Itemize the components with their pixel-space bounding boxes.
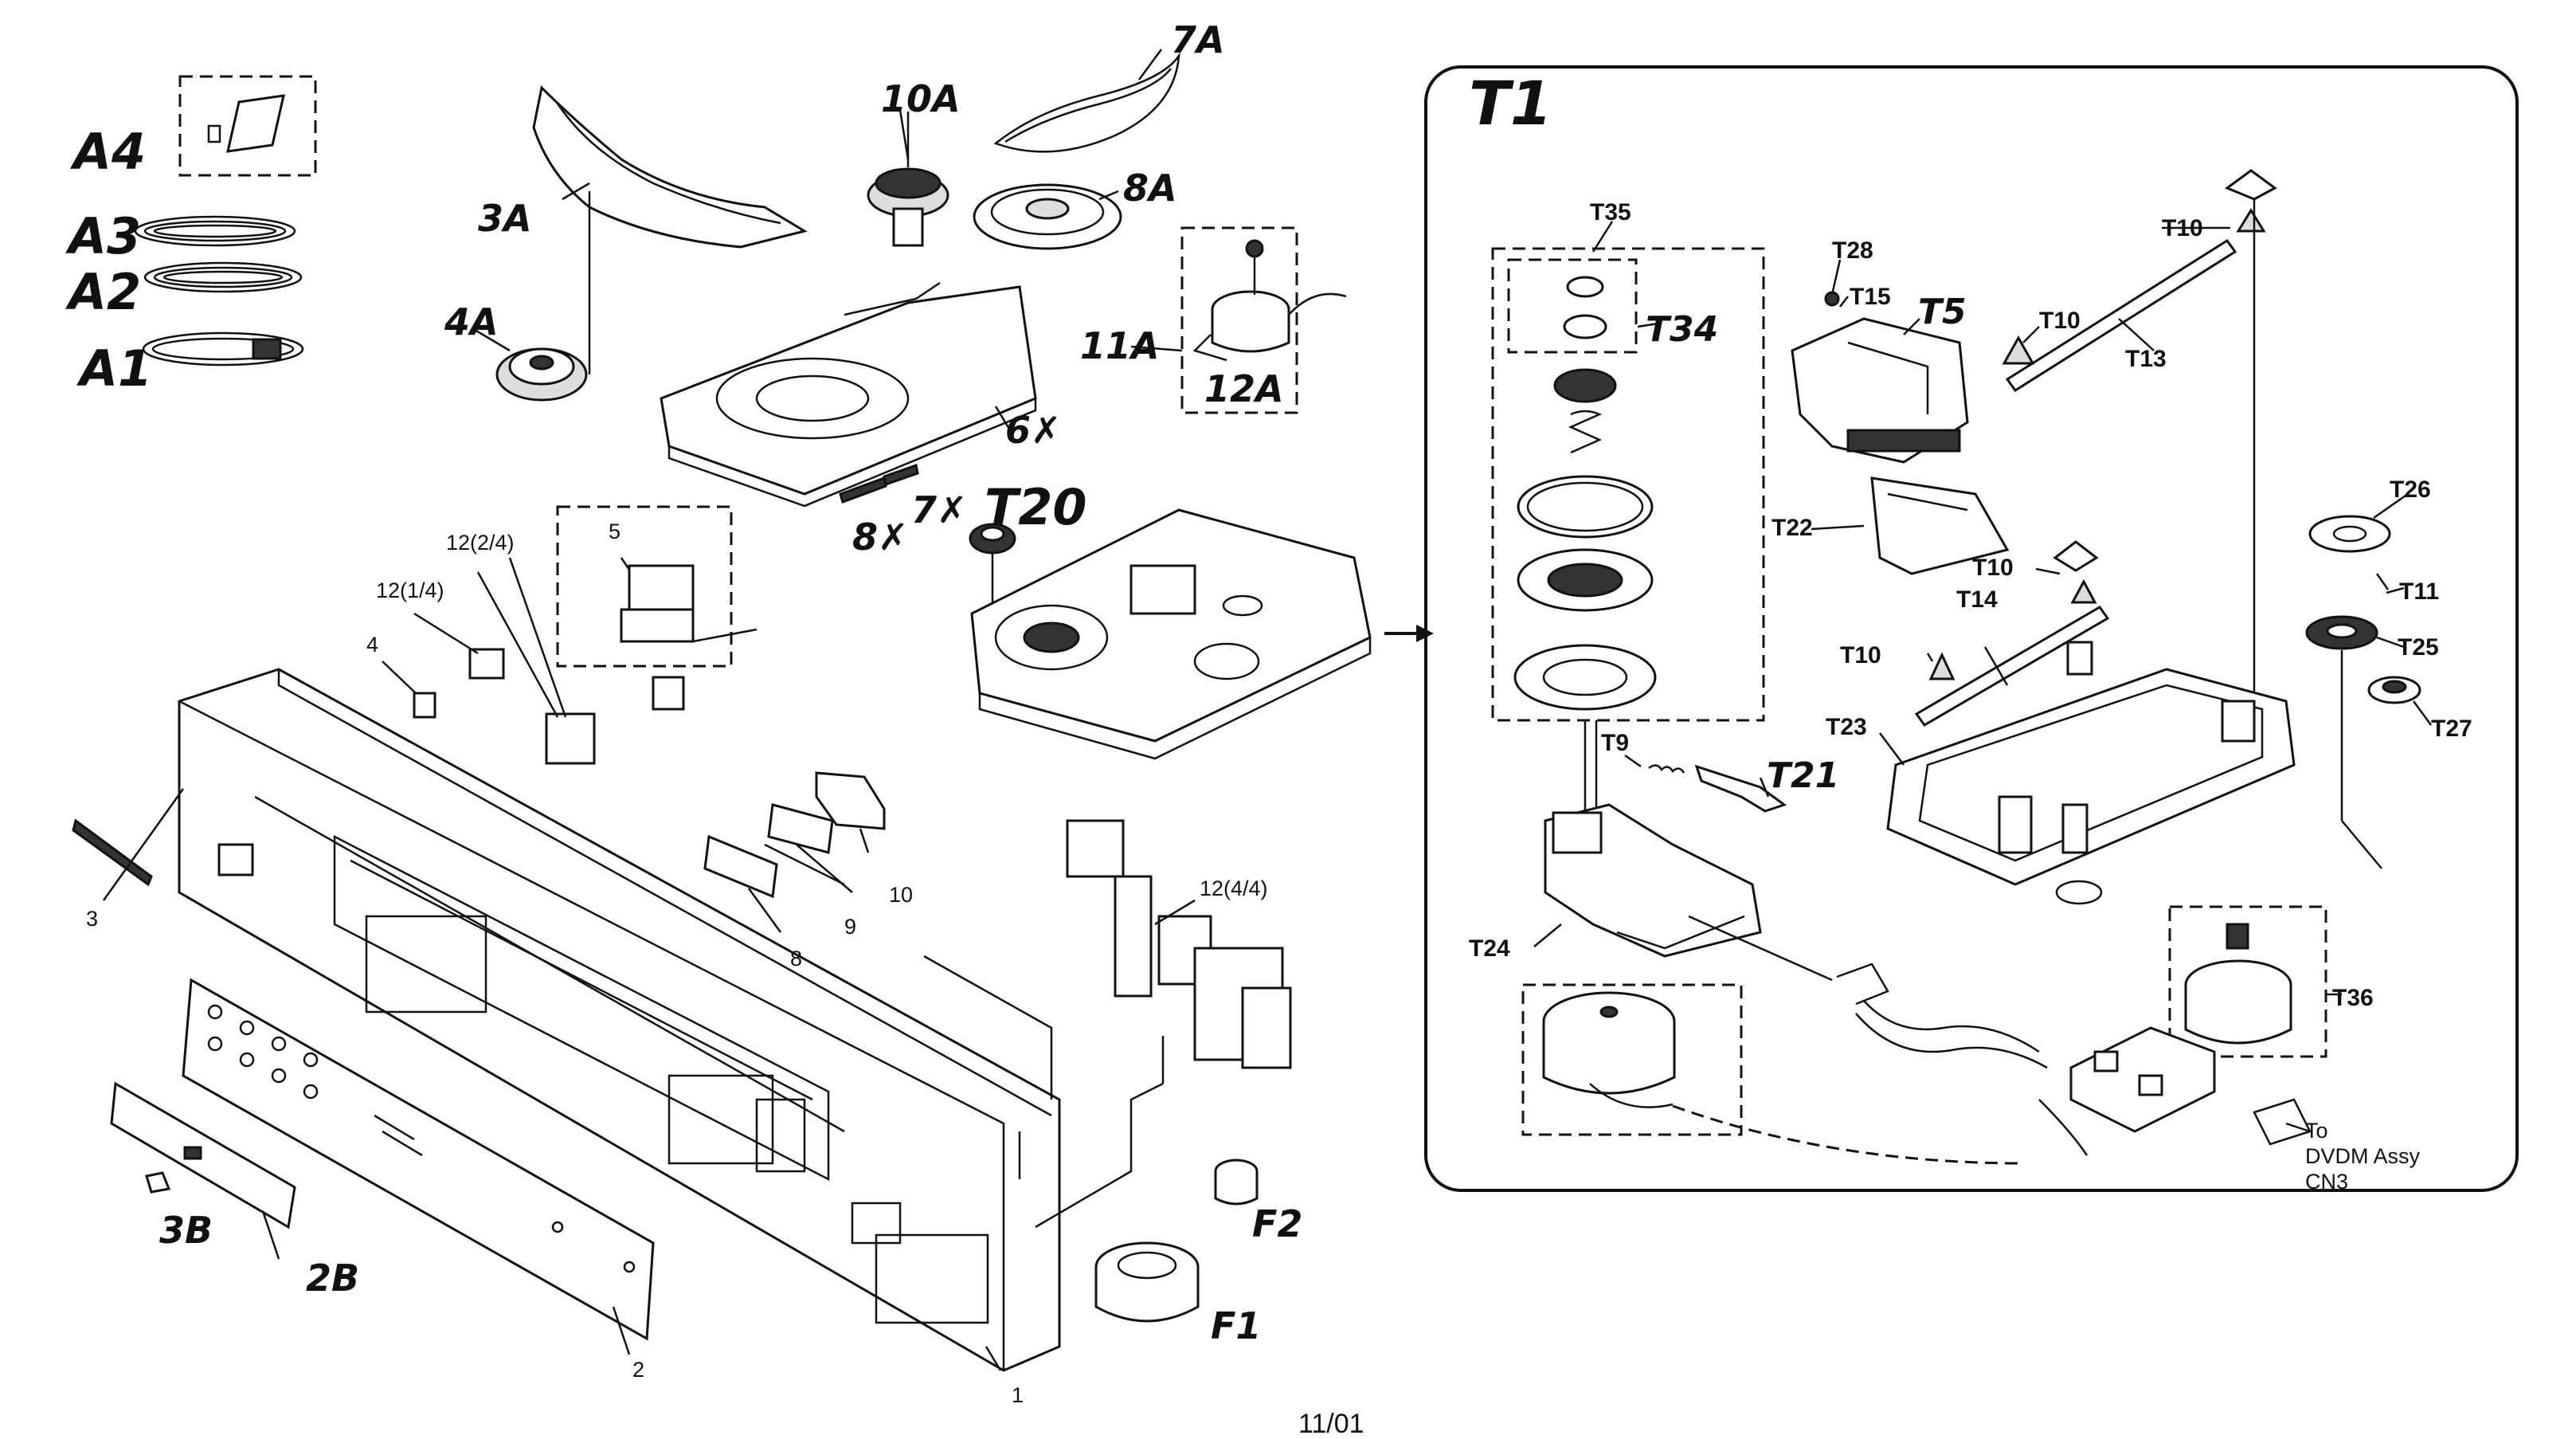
note-line-1: To [2305, 1119, 2328, 1143]
note-line-2: DVDM Assy [2305, 1144, 2421, 1168]
callout-12a: 12A [1204, 367, 1284, 410]
callout-3b: 3B [159, 1209, 213, 1252]
callout-a1: A1 [76, 339, 152, 398]
callout-t21: T21 [1767, 755, 1839, 796]
gear-part-4a [495, 347, 588, 402]
callout-t5: T5 [1918, 292, 1967, 332]
spindle-stack-part [1491, 247, 1765, 837]
callout-f2: F2 [1252, 1202, 1302, 1245]
guide-rod-t14 [1914, 606, 2110, 727]
callout-t28: T28 [1832, 237, 1873, 264]
drive-belt-part [993, 52, 1180, 153]
foot-part-f1 [1094, 1241, 1200, 1323]
spindle-motor-part [1521, 983, 1743, 1136]
cable-bundle-a1 [142, 331, 304, 367]
pcb-module-part [1066, 819, 1292, 1084]
pulley-part [973, 183, 1122, 250]
inset-panel-frame [1424, 65, 2519, 1192]
callout-8x: 8✗ [852, 516, 909, 559]
callout-f1: F1 [1211, 1304, 1261, 1347]
sled-assembly-part [1544, 803, 1762, 958]
callout-t10-low: T10 [1972, 555, 2014, 581]
callout-8: 8 [790, 947, 802, 970]
callout-1: 1 [1012, 1383, 1024, 1407]
spring-cones [1928, 169, 2277, 693]
gear-plates-right [2305, 515, 2421, 869]
page-label: 11/01 [1298, 1409, 1364, 1439]
callout-11a: 11A [1080, 324, 1160, 367]
mechanism-base-frame [1886, 641, 2296, 905]
pcb-small-parts [413, 557, 685, 765]
callout-t13: T13 [2125, 346, 2167, 372]
callout-8a: 8A [1123, 167, 1177, 210]
callout-12-1-4: 12(1/4) [376, 578, 444, 602]
callout-t26: T26 [2390, 476, 2431, 503]
small-clip-parts [839, 464, 919, 504]
gear-part-10a [867, 112, 949, 247]
callout-t34: T34 [1646, 309, 1718, 350]
spring-lever-parts [1648, 764, 1787, 813]
leader-lines-inset [1533, 221, 2433, 1133]
note-line-3: CN3 [2305, 1170, 2348, 1194]
callout-10: 10 [889, 883, 913, 907]
callout-3: 3 [86, 907, 98, 931]
callout-t10-bottom: T10 [1840, 642, 1881, 669]
accessory-card-part [178, 75, 317, 177]
callout-t27: T27 [2431, 716, 2472, 742]
callout-2b: 2B [306, 1257, 359, 1300]
front-panel-part [182, 978, 655, 1341]
bracket-parts [703, 771, 886, 899]
callout-6x: 6✗ [1005, 409, 1062, 452]
small-knob-part [145, 1171, 171, 1194]
callout-4: 4 [366, 633, 378, 657]
foot-part-f2 [1214, 1159, 1259, 1206]
callout-12-2-4: 12(2/4) [446, 531, 515, 555]
callout-t9: T9 [1601, 730, 1629, 756]
callout-t25: T25 [2398, 634, 2439, 661]
switch-unit-part [556, 505, 758, 668]
callout-t11: T11 [2399, 578, 2439, 605]
callout-t10-mid: T10 [2039, 308, 2081, 334]
leader-lines-main [261, 49, 1196, 1371]
roller-part-t20 [969, 523, 1016, 606]
callout-7x: 7✗ [911, 488, 968, 531]
callout-t15: T15 [1850, 284, 1891, 310]
loader-arm-part [532, 84, 808, 374]
callout-t22: T22 [1771, 515, 1813, 541]
pickup-bracket-part [1870, 476, 2010, 575]
disc-door-part [110, 1081, 296, 1229]
front-chassis-part [178, 668, 1061, 1372]
motor-board-part [2069, 1026, 2312, 1146]
inset-title: T1 [1469, 68, 1552, 139]
callout-t14: T14 [1956, 586, 1998, 613]
sled-motor-part [2168, 905, 2327, 1058]
callout-a3: A3 [65, 207, 141, 265]
disc-tray-part [660, 281, 1037, 508]
callout-t10-top: T10 [2162, 215, 2203, 241]
callout-7a: 7A [1171, 18, 1225, 61]
callout-2: 2 [632, 1358, 644, 1382]
callout-t20: T20 [985, 478, 1087, 536]
callout-12-4-4: 12(4/4) [1200, 876, 1268, 900]
flex-cables [1672, 915, 2089, 1165]
callout-t35: T35 [1590, 199, 1631, 225]
cable-bundle-a2 [143, 261, 303, 293]
callout-t36: T36 [2332, 985, 2374, 1011]
callout-9: 9 [844, 915, 856, 939]
tray-motor-part [1180, 226, 1347, 414]
optical-pickup-part [1791, 291, 1969, 464]
callout-4a: 4A [444, 300, 499, 343]
guide-rod-t13 [2005, 238, 2237, 393]
cable-bundle-a3 [134, 215, 296, 247]
callout-5: 5 [609, 520, 621, 543]
callout-a4: A4 [69, 123, 146, 181]
callout-t23: T23 [1826, 714, 1867, 740]
callout-a2: A2 [65, 263, 141, 321]
side-strip-part [72, 788, 185, 901]
callout-t24: T24 [1469, 935, 1510, 962]
mechanism-chassis-part [970, 508, 1372, 760]
callout-10a: 10A [881, 77, 961, 120]
callout-3a: 3A [478, 197, 532, 240]
